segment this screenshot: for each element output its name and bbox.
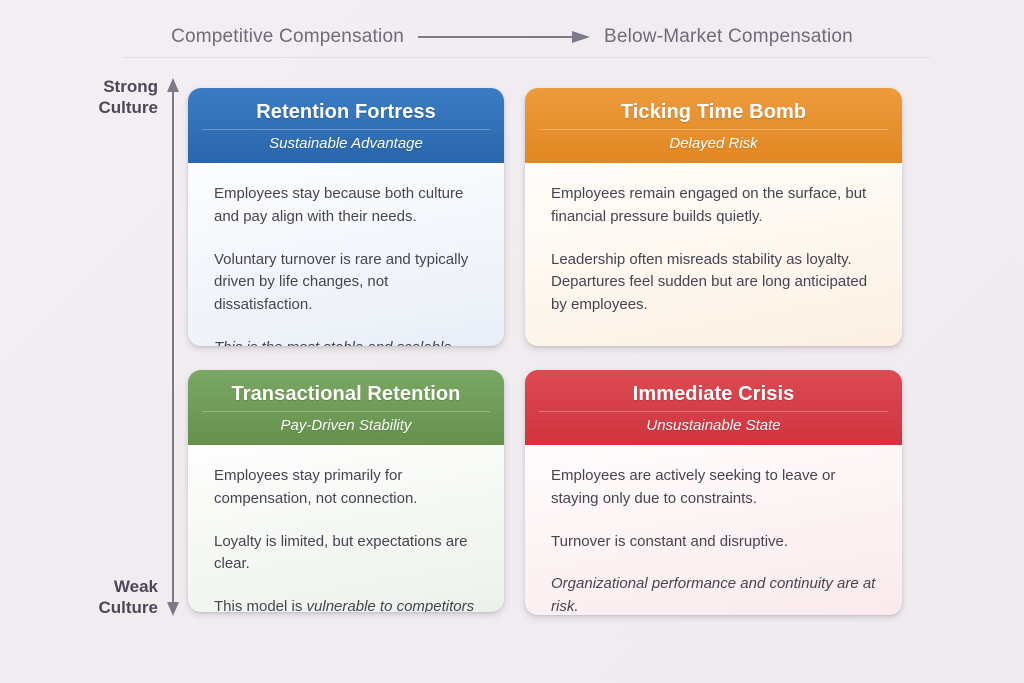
card-body: Employees remain engaged on the surface,… [525, 163, 902, 346]
vertical-axis-top-label-line2: Culture [98, 98, 159, 118]
card-paragraph-lead: This model is [214, 598, 307, 612]
card-paragraph: Turnover is constant and disruptive. [551, 532, 789, 550]
quadrant-card-immediate-crisis[interactable]: Immediate Crisis Unsustainable State Emp… [525, 370, 902, 615]
vertical-axis: Strong Culture Weak Culture [88, 74, 180, 620]
card-header: Transactional Retention Pay-Driven Stabi… [188, 370, 504, 445]
quadrant-card-retention-fortress[interactable]: Retention Fortress Sustainable Advantage… [188, 88, 504, 346]
card-title: Retention Fortress [256, 101, 436, 123]
card-paragraph: Employees are actively seeking to leave … [551, 467, 836, 507]
vertical-axis-top-label: Strong Culture [72, 76, 159, 119]
card-subtitle: Delayed Risk [539, 129, 888, 152]
card-header: Retention Fortress Sustainable Advantage [188, 88, 504, 163]
horizontal-axis-right-label: Below-Market Compensation [603, 26, 853, 47]
card-title: Ticking Time Bomb [620, 101, 807, 123]
arrow-head-down [166, 602, 179, 616]
header-divider [122, 57, 930, 58]
arrow-head-up [166, 78, 179, 92]
card-paragraph: Voluntary turnover is rare and typically… [214, 250, 469, 314]
card-subtitle: Unsustainable State [539, 411, 888, 434]
card-subtitle: Pay-Driven Stability [202, 411, 490, 434]
card-paragraph-emphasis: This is the most stable and scalable ret… [214, 337, 478, 346]
vertical-axis-bottom-label: Weak Culture [72, 576, 159, 619]
card-paragraph: Leadership often misreads stability as l… [551, 250, 868, 314]
quadrant-card-ticking-time-bomb[interactable]: Ticking Time Bomb Delayed Risk Employees… [525, 88, 902, 346]
card-body: Employees stay primarily for compensatio… [188, 445, 504, 612]
card-body: Employees stay because both culture and … [188, 163, 504, 346]
arrow-head [571, 30, 590, 43]
right-arrow-icon [417, 30, 590, 44]
arrow-shaft [172, 87, 174, 607]
card-paragraph: Employees stay because both culture and … [214, 185, 464, 225]
card-paragraph: Employees remain engaged on the surface,… [551, 185, 867, 225]
card-header: Ticking Time Bomb Delayed Risk [525, 88, 902, 163]
card-subtitle: Sustainable Advantage [202, 129, 490, 152]
card-paragraph-emphasis: Organizational performance and continuit… [551, 575, 876, 615]
arrow-shaft [417, 36, 572, 38]
horizontal-axis: Competitive Compensation Below-Market Co… [0, 16, 1024, 58]
card-paragraph-emphasis: vulnerable to competitors both pay and p… [306, 598, 475, 612]
card-paragraph-mixed: This model is vulnerable to competitors … [214, 596, 478, 612]
card-body: Employees are actively seeking to leave … [525, 445, 902, 615]
quadrant-matrix: Retention Fortress Sustainable Advantage… [188, 88, 902, 615]
card-paragraph: Loyalty is limited, but expectations are… [214, 532, 468, 573]
vertical-axis-bottom-label-line2: Culture [98, 597, 159, 617]
quadrant-card-transactional-retention[interactable]: Transactional Retention Pay-Driven Stabi… [188, 370, 504, 612]
card-title: Transactional Retention [231, 383, 461, 405]
vertical-axis-bottom-label-line1: Weak [113, 576, 158, 596]
vertical-axis-top-label-line1: Strong [103, 77, 158, 96]
card-paragraph: Employees stay primarily for compensatio… [214, 467, 418, 507]
card-title: Immediate Crisis [632, 383, 795, 405]
card-header: Immediate Crisis Unsustainable State [525, 370, 902, 445]
up-down-arrow-icon [166, 78, 180, 616]
horizontal-axis-left-label: Competitive Compensation [171, 26, 404, 47]
